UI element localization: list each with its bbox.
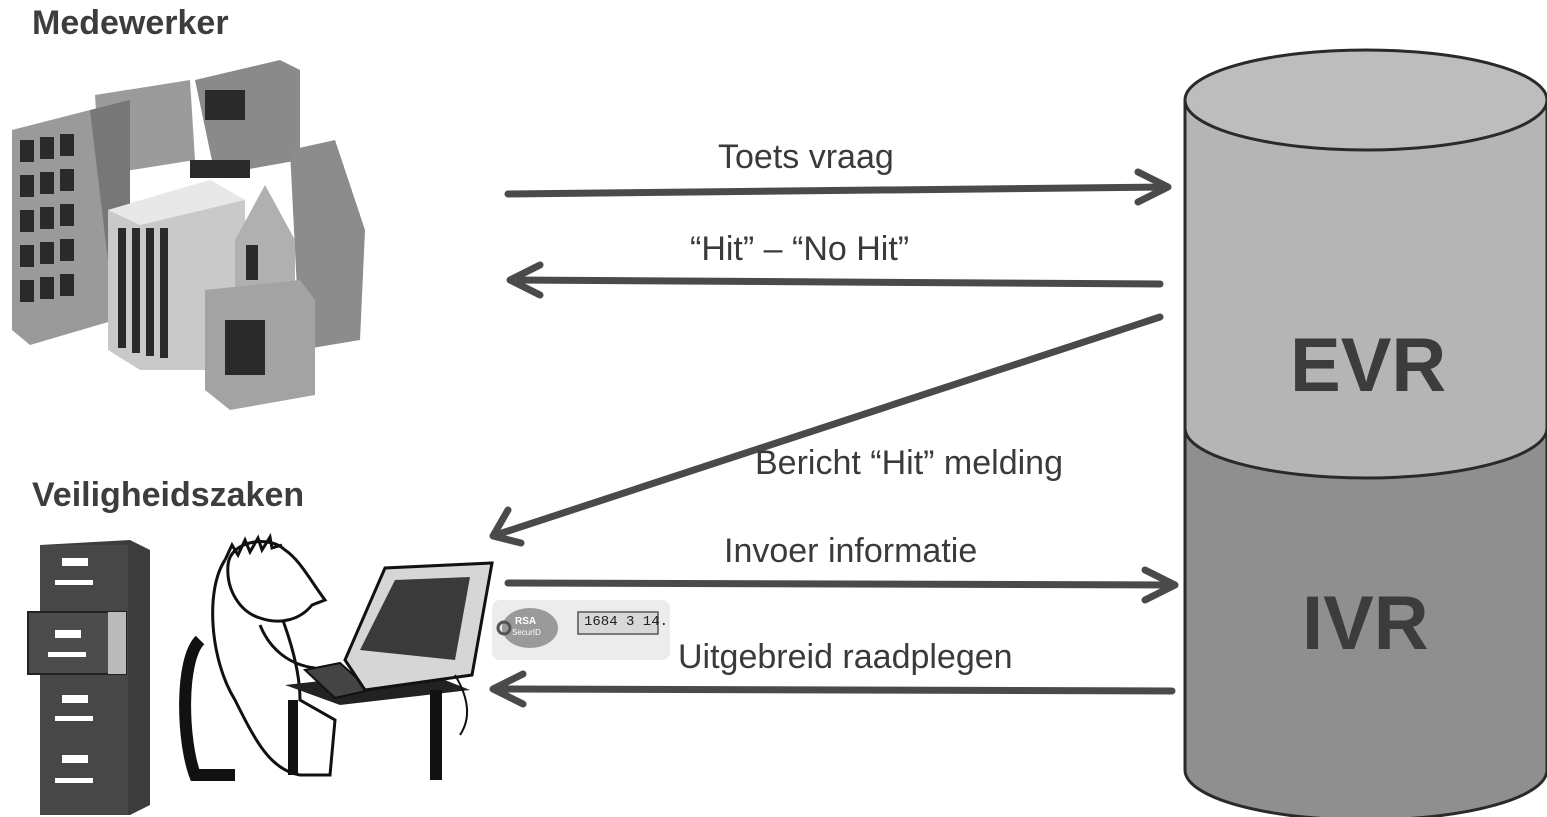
arrow-bericht-hit (489, 313, 1164, 547)
database-evr-label: EVR (1290, 323, 1447, 408)
token-display: 1684 3 14. (584, 614, 669, 630)
token-brand: RSA (515, 616, 537, 627)
filing-cabinet-icon (27, 540, 150, 815)
message-hit-no-hit: “Hit” – “No Hit” (690, 230, 910, 268)
actor-medewerker-label: Medewerker (32, 4, 229, 42)
token-product: SecurID (512, 628, 541, 637)
rsa-token-icon (492, 600, 670, 660)
database-cylinder-icon (1183, 48, 1547, 817)
arrow-uitgebreid (489, 670, 1176, 708)
person-at-computer-icon (179, 532, 494, 781)
arrow-invoer (504, 566, 1179, 604)
actor-veiligheidszaken-label: Veiligheidszaken (32, 476, 305, 514)
arrow-toets-vraag (504, 168, 1172, 206)
message-bericht-hit: Bericht “Hit” melding (755, 444, 1063, 482)
message-uitgebreid: Uitgebreid raadplegen (678, 638, 1013, 676)
message-toets-vraag: Toets vraag (718, 138, 894, 176)
office-buildings-icon (12, 60, 365, 410)
database-ivr-label: IVR (1302, 581, 1429, 666)
arrow-hit-no-hit (506, 261, 1164, 299)
message-invoer: Invoer informatie (724, 532, 978, 570)
